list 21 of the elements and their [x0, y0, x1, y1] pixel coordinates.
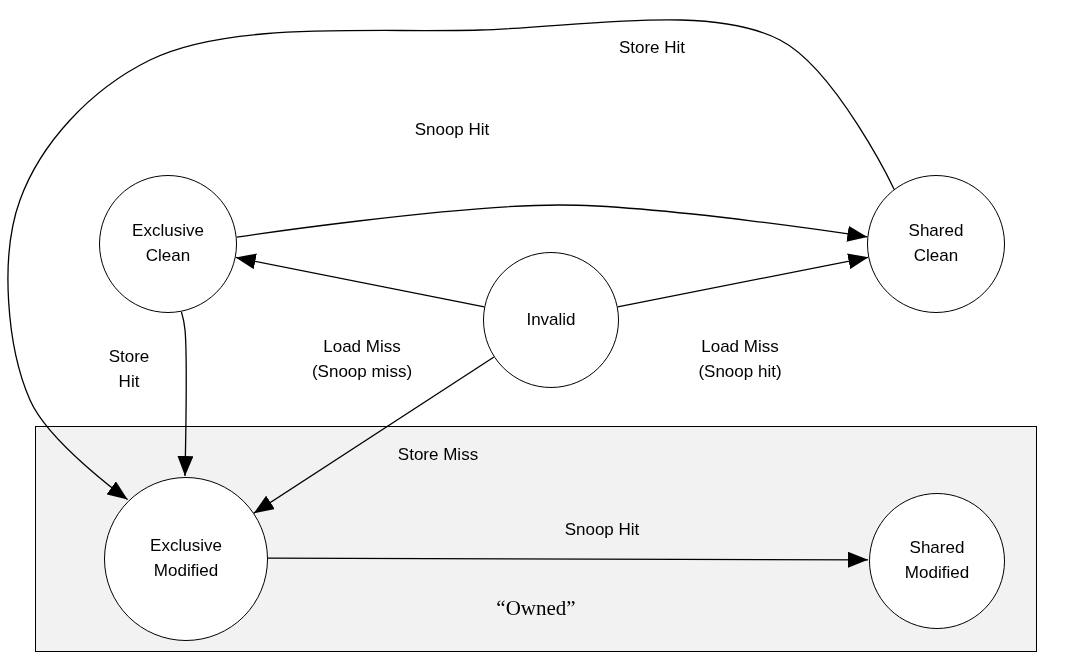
- edge-label: Load Miss (Snoop hit): [697, 336, 783, 383]
- group-box: [35, 426, 1037, 652]
- edge-label: Store Hit: [618, 36, 686, 59]
- edge-label: Store Miss: [397, 443, 479, 466]
- edge-label: Load Miss (Snoop miss): [310, 336, 414, 383]
- state-label: Invalid: [525, 308, 577, 331]
- state-label: Exclusive Modified: [149, 535, 223, 582]
- edge-label: Snoop Hit: [414, 118, 490, 141]
- edge-label: Snoop Hit: [564, 518, 640, 541]
- transition-arrow: [617, 253, 869, 308]
- transition-arrow: [177, 311, 194, 477]
- state-label: Exclusive Clean: [131, 220, 205, 267]
- state-label: Shared Modified: [903, 537, 971, 584]
- transition-arrow: [266, 551, 869, 568]
- transition-arrow: [253, 356, 495, 514]
- transition-arrow: [7, 19, 895, 501]
- transition-arrow: [235, 253, 485, 308]
- group-label: “Owned”: [496, 596, 576, 620]
- state-label: Shared Clean: [907, 220, 965, 267]
- transition-arrow: [236, 204, 868, 242]
- edge-label: Store Hit: [107, 346, 151, 393]
